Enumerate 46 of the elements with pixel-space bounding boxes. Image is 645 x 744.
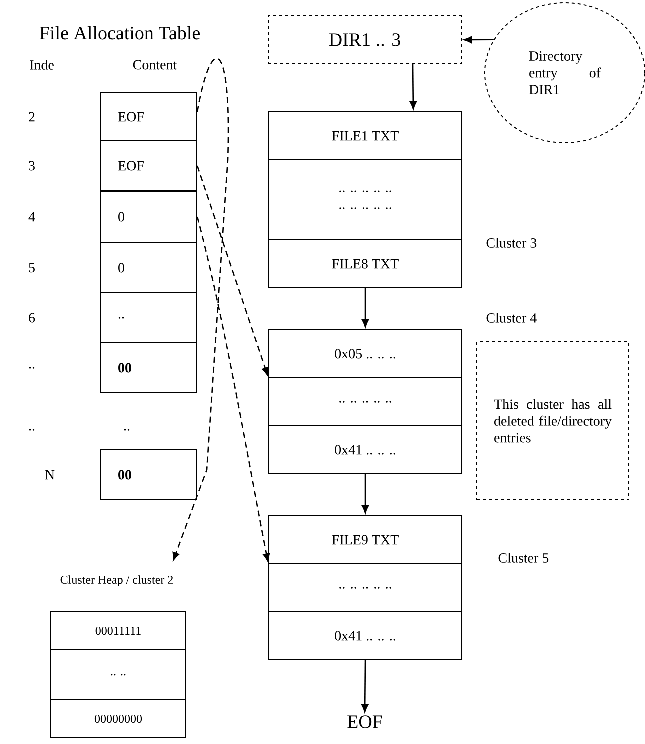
- table-cell: 0: [100, 242, 198, 294]
- column-header: Content: [133, 60, 178, 70]
- cluster-label: Cluster 5: [498, 553, 549, 563]
- column-header: Inde: [30, 60, 54, 70]
- entry-row: 0x41 .. .. ..: [268, 426, 462, 474]
- table-cell-text: ..: [124, 429, 130, 431]
- table-cell: 00: [100, 342, 198, 394]
- entry-row: .. .. .. .. .. .. .. .. .. ..: [268, 160, 462, 240]
- end-label: EOF: [348, 716, 382, 728]
- entry-row: FILE9 TXT: [268, 516, 462, 564]
- table-cell: EOF: [100, 92, 198, 142]
- arrow: [362, 474, 369, 514]
- index-label: 5: [29, 263, 35, 273]
- entry-row: .. .. .. .. ..: [268, 564, 462, 612]
- cluster-label: Cluster 3: [486, 238, 537, 248]
- arrow: [362, 660, 369, 713]
- index-label: ..: [29, 429, 35, 431]
- heap-row: 00011111: [50, 612, 186, 650]
- index-label: N: [45, 470, 55, 480]
- index-label: 3: [29, 161, 35, 171]
- entry-row: 0x05 .. .. ..: [268, 330, 462, 378]
- dashed-arrow: [196, 216, 270, 562]
- table-cell: 0: [100, 191, 198, 243]
- table-cell: EOF: [100, 140, 198, 192]
- entry-row: FILE1 TXT: [268, 112, 462, 160]
- index-label: ..: [29, 367, 35, 369]
- entry-row: .. .. .. .. ..: [268, 378, 462, 426]
- table-title: File Allocation Table: [40, 26, 200, 40]
- table-cell: ..: [100, 292, 198, 344]
- index-label: 6: [29, 313, 36, 323]
- heap-row: 00000000: [50, 700, 186, 738]
- dashed-arrow: [196, 166, 269, 376]
- arrow: [410, 64, 417, 110]
- heap-heading: Cluster Heap / cluster 2: [60, 576, 173, 586]
- note-box: This cluster has all deleted file/directory entries: [476, 342, 630, 500]
- directory-entry-box: DIR1 .. 3: [268, 16, 462, 64]
- index-label: 2: [29, 112, 35, 122]
- heap-row: .. ..: [50, 650, 186, 700]
- arrow: [464, 36, 494, 44]
- table-cell: 00: [100, 450, 198, 500]
- index-label: 4: [28, 212, 36, 222]
- arrow: [362, 288, 369, 328]
- entry-row: FILE8 TXT: [268, 240, 462, 288]
- dashed-arrow: [172, 58, 230, 561]
- cluster-label: Cluster 4: [486, 313, 537, 323]
- entry-row: 0x41 .. .. ..: [268, 612, 462, 660]
